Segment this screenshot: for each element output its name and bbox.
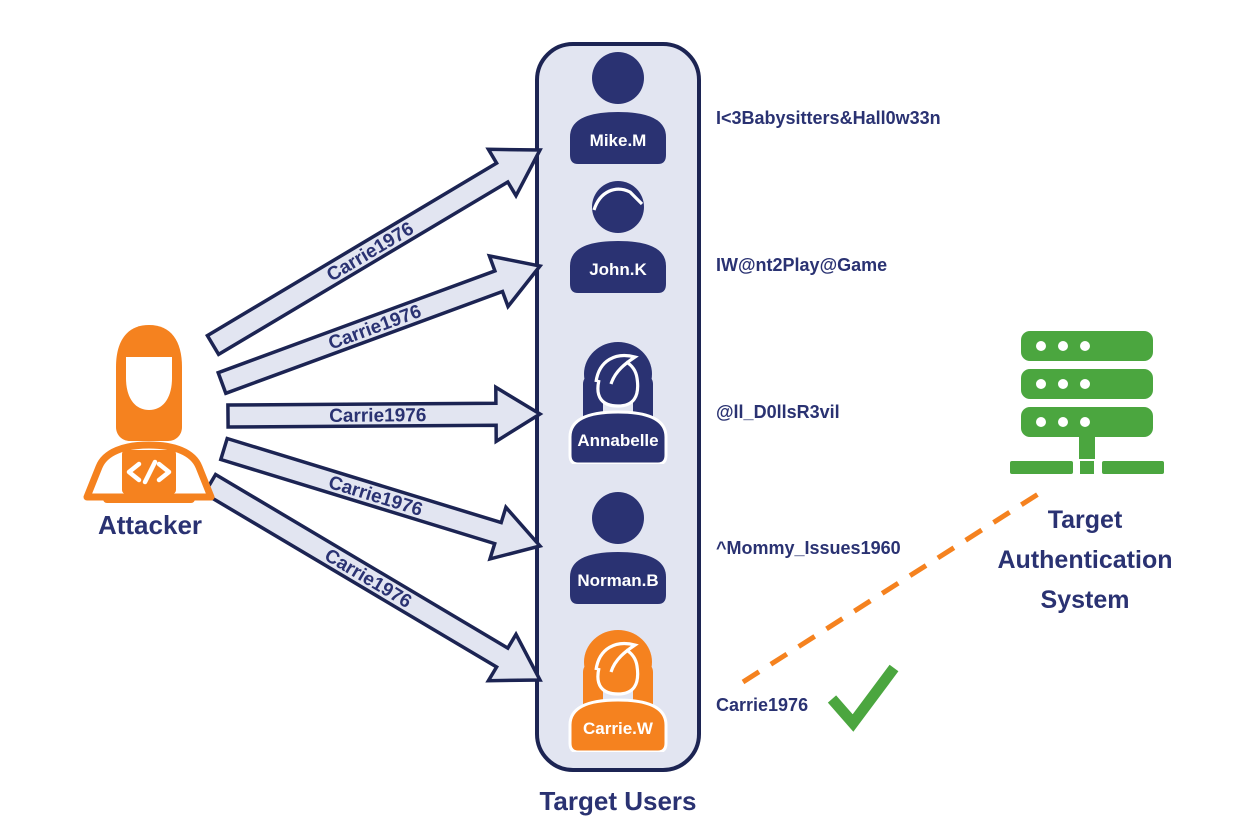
server-racks [1010,331,1164,474]
auth-system-label: Target Authentication System [997,506,1173,614]
target-users-label: Target Users [539,786,697,816]
server-dots [1036,341,1090,427]
user-avatar-annabelle: Annabelle [568,342,668,464]
attack-arrow-label: Carrie1976 [326,472,425,521]
user-password-carrie-w: Carrie1976 [716,695,809,715]
user-password-norman-b: ^Mommy_Issues1960 [716,538,901,558]
attack-arrow-john-k [215,253,544,396]
user-avatar-mike-m: Mike.M [570,52,666,164]
user-avatar-john-k: John.K [570,181,666,293]
attack-arrow-label: Carrie1976 [323,218,417,286]
user-name-label: John.K [589,260,647,279]
user-name-label: Carrie.W [583,719,654,738]
attack-arrow-mike-m [205,147,543,357]
attack-arrow-label: Carrie1976 [326,301,424,354]
code-brackets-icon [126,459,172,485]
laptop-base [103,494,195,503]
attacker-icon [83,325,215,503]
user-name-label: Annabelle [577,431,658,450]
user-password-annabelle: @ll_D0llsR3vil [716,402,840,422]
user-avatar-carrie-w: Carrie.W [568,630,668,752]
attack-arrow-norman-b [218,436,544,562]
attacker-face [126,357,172,410]
attack-arrow-annabelle [226,384,544,445]
user-name-label: Mike.M [590,131,647,150]
attacker-label: Attacker [97,510,203,540]
user-avatar-norman-b: Norman.B [570,492,666,604]
user-name-label: Norman.B [577,571,658,590]
green-check-icon [827,664,899,732]
auth-server-icon [1010,331,1164,474]
user-password-john-k: IW@nt2Play@Game [716,255,888,275]
attack-arrow-carrie-w [202,472,543,683]
user-password-mike-m: I<3Babysitters&Hall0w33n [716,108,941,128]
attack-arrow-label: Carrie1976 [321,545,415,613]
attack-arrow-label: Carrie1976 [329,405,426,427]
